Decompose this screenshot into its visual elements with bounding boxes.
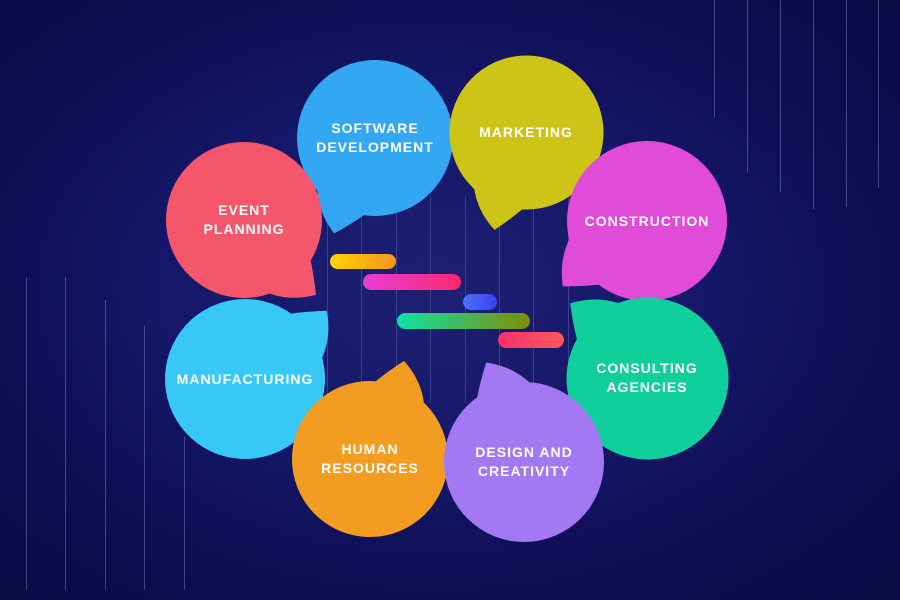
gantt-bar-row-2 bbox=[363, 274, 461, 290]
bubble-label-line: MARKETING bbox=[479, 123, 573, 140]
decor-line bbox=[714, 0, 715, 117]
bubble-label-manufacturing: MANUFACTURING bbox=[165, 299, 325, 459]
bubble-design-creativity bbox=[444, 362, 604, 542]
decor-line bbox=[105, 300, 106, 590]
bubble-label-line: AGENCIES bbox=[606, 379, 688, 395]
bubble-label-line: CONSULTING bbox=[596, 360, 698, 376]
bubble-label-line: DEVELOPMENT bbox=[316, 139, 434, 155]
bubble-construction bbox=[561, 141, 728, 301]
gantt-bar-row-1 bbox=[330, 254, 396, 269]
bubble-label-design-creativity: DESIGN AND CREATIVITY bbox=[444, 382, 604, 542]
gantt-bar-row-5 bbox=[498, 332, 564, 348]
bubble-label-event-planning: EVENT PLANNING bbox=[166, 142, 322, 298]
decor-line bbox=[780, 0, 781, 192]
bubble-label-line: DESIGN AND bbox=[475, 444, 573, 460]
decor-line bbox=[144, 326, 145, 590]
bubble-circle bbox=[166, 142, 322, 298]
bubble-manufacturing bbox=[165, 299, 329, 459]
gantt-gridline bbox=[361, 196, 363, 403]
gantt-gridline bbox=[395, 196, 397, 403]
gantt-bar-row-4 bbox=[397, 313, 530, 329]
gantt-gridline bbox=[430, 196, 432, 403]
decor-line bbox=[65, 277, 66, 590]
bubble-label-line: RESOURCES bbox=[321, 460, 419, 476]
bubble-label-line: CREATIVITY bbox=[477, 463, 571, 479]
bubble-label-marketing: MARKETING bbox=[449, 55, 603, 209]
bubble-consulting-agencies bbox=[566, 297, 728, 459]
gantt-gridline bbox=[533, 196, 535, 403]
decor-line bbox=[813, 0, 814, 209]
gantt-gridline bbox=[327, 196, 328, 403]
bubble-label-software-development: SOFTWARE DEVELOPMENT bbox=[297, 60, 453, 216]
decor-line bbox=[184, 437, 185, 590]
bubble-label-line: MANUFACTURING bbox=[176, 370, 314, 387]
bubble-label-line: HUMAN bbox=[341, 441, 399, 457]
gantt-gridline bbox=[567, 196, 569, 403]
bubble-circle bbox=[449, 55, 603, 209]
bubble-label-consulting-agencies: CONSULTING AGENCIES bbox=[566, 297, 728, 459]
bubble-circle bbox=[297, 60, 453, 216]
bubble-event-planning bbox=[166, 142, 322, 298]
decor-line bbox=[26, 277, 27, 590]
bubble-circle bbox=[567, 141, 728, 301]
bubble-label-human-resources: HUMAN RESOURCES bbox=[292, 381, 448, 537]
decor-line bbox=[846, 0, 847, 207]
bubble-software-development bbox=[297, 60, 453, 234]
bubble-circle bbox=[444, 382, 604, 542]
decor-line bbox=[747, 0, 748, 173]
bubble-human-resources bbox=[292, 360, 448, 537]
gantt-gridline bbox=[499, 196, 500, 403]
bubble-circle bbox=[165, 299, 325, 459]
bubble-label-construction: CONSTRUCTION bbox=[567, 141, 727, 301]
bubble-circle bbox=[292, 381, 448, 537]
bubble-label-line: SOFTWARE bbox=[331, 120, 419, 136]
bubble-label-line: EVENT bbox=[218, 202, 270, 218]
gantt-bar-row-3 bbox=[463, 294, 497, 310]
bubble-circle bbox=[566, 297, 728, 459]
decor-line bbox=[878, 0, 879, 188]
bubble-label-line: PLANNING bbox=[203, 221, 285, 237]
bubble-label-line: CONSTRUCTION bbox=[584, 212, 710, 229]
bubble-marketing bbox=[449, 55, 603, 230]
